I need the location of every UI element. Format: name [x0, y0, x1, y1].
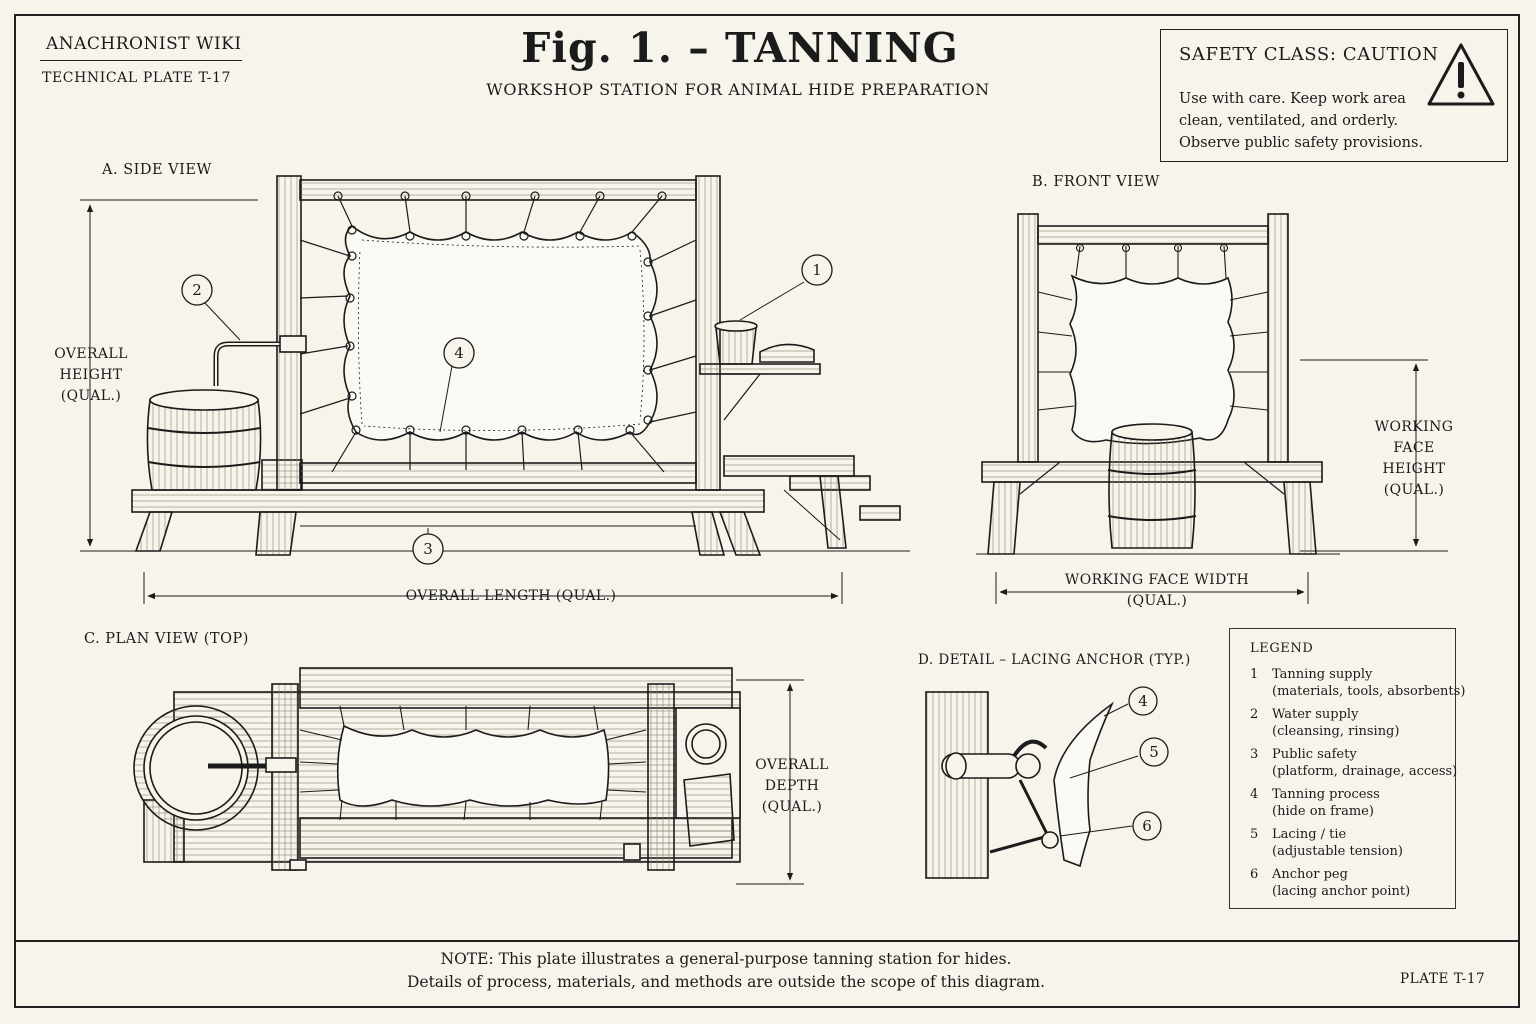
plate-border	[14, 14, 1520, 1008]
legend-text: Water supply (cleansing, rinsing)	[1272, 706, 1399, 740]
callout-1	[801, 254, 833, 286]
legend-detail: (materials, tools, absorbents)	[1272, 684, 1466, 699]
note-line: Details of process, materials, and metho…	[406, 973, 1046, 991]
figure-subtitle: WORKSHOP STATION FOR ANIMAL HIDE PREPARA…	[486, 80, 990, 99]
legend-number: 2	[1250, 707, 1259, 722]
legend-number: 3	[1250, 747, 1259, 762]
legend-number: 6	[1250, 867, 1259, 882]
legend-text: Public safety (platform, drainage, access…	[1272, 746, 1457, 780]
brand-name: ANACHRONIST WIKI	[46, 34, 242, 54]
legend-label: Tanning supply	[1272, 667, 1373, 682]
brand-rule	[40, 60, 242, 61]
figure-title: Fig. 1. – TANNING	[521, 24, 959, 72]
detail-callout-6	[1132, 811, 1162, 841]
legend-box: LEGEND 1 Tanning supply (materials, tools…	[1229, 628, 1465, 909]
legend-number: 5	[1250, 827, 1259, 842]
safety-box: SAFETY CLASS: CAUTION Use with care. Kee…	[1160, 29, 1508, 162]
detail-callout-4	[1128, 686, 1158, 716]
legend-detail: (cleansing, rinsing)	[1272, 724, 1400, 739]
legend-label: Water supply	[1272, 707, 1359, 722]
detail-callout-6-text: 6	[1142, 817, 1152, 835]
legend-label: Public safety	[1272, 747, 1357, 762]
legend-text: Tanning process (hide on frame)	[1272, 786, 1380, 820]
safety-line: clean, ventilated, and orderly.	[1179, 113, 1399, 129]
safety-text: Use with care. Keep work area clean, ven…	[1179, 88, 1423, 154]
detail-callout-5	[1139, 737, 1169, 767]
plate-reference: TECHNICAL PLATE T-17	[42, 70, 231, 86]
legend-text: Tanning supply (materials, tools, absorbe…	[1272, 666, 1465, 700]
dim-line: WORKING FACE WIDTH	[1064, 572, 1250, 588]
legend-label: Lacing / tie	[1272, 827, 1347, 842]
detail-callout-5-text: 5	[1149, 743, 1159, 761]
legend-label: Tanning process	[1272, 787, 1380, 802]
callout-3-text: 3	[423, 540, 433, 558]
legend-label: Anchor peg	[1272, 867, 1348, 882]
legend-text: Anchor peg (lacing anchor point)	[1272, 866, 1410, 900]
plan-view-label: C. PLAN VIEW (TOP)	[84, 631, 249, 647]
front-view-label: B. FRONT VIEW	[1032, 174, 1160, 190]
legend-number: 1	[1250, 667, 1259, 682]
warning-triangle-icon	[1427, 43, 1495, 106]
callout-2	[181, 274, 213, 306]
plate-id: PLATE T-17	[1400, 971, 1486, 987]
safety-line: Use with care. Keep work area	[1179, 91, 1406, 107]
note-line: NOTE: This plate illustrates a general-p…	[440, 950, 1012, 968]
technical-drawings: 1 2 3 4 4 5 6	[80, 175, 1448, 885]
legend-detail: (platform, drainage, access)	[1272, 764, 1458, 779]
footer-note: NOTE: This plate illustrates a general-p…	[0, 948, 1452, 994]
callout-3	[412, 533, 444, 565]
detail-view-drawing	[925, 691, 1139, 879]
front-view-drawing	[976, 213, 1448, 604]
legend-detail: (hide on frame)	[1272, 804, 1374, 819]
legend-text: Lacing / tie (adjustable tension)	[1272, 826, 1403, 860]
footer-divider	[14, 940, 1520, 942]
dim-line: (QUAL.)	[1126, 593, 1188, 609]
safety-line: Observe public safety provisions.	[1179, 135, 1424, 151]
legend-title: LEGEND	[1250, 641, 1314, 656]
side-view-drawing	[80, 175, 910, 604]
callout-4	[443, 337, 475, 369]
callout-2-text: 2	[192, 281, 202, 299]
detail-view-label: D. DETAIL – LACING ANCHOR (TYP.)	[918, 652, 1191, 668]
plan-view-drawing	[133, 667, 804, 885]
legend-detail: (lacing anchor point)	[1272, 884, 1411, 899]
detail-callout-4-text: 4	[1138, 692, 1148, 710]
legend-number: 4	[1250, 787, 1259, 802]
legend-detail: (adjustable tension)	[1272, 844, 1403, 859]
side-view-label: A. SIDE VIEW	[102, 162, 212, 178]
callout-4-text: 4	[454, 344, 464, 362]
callout-1-text: 1	[812, 261, 822, 279]
safety-heading: SAFETY CLASS: CAUTION	[1179, 44, 1439, 65]
